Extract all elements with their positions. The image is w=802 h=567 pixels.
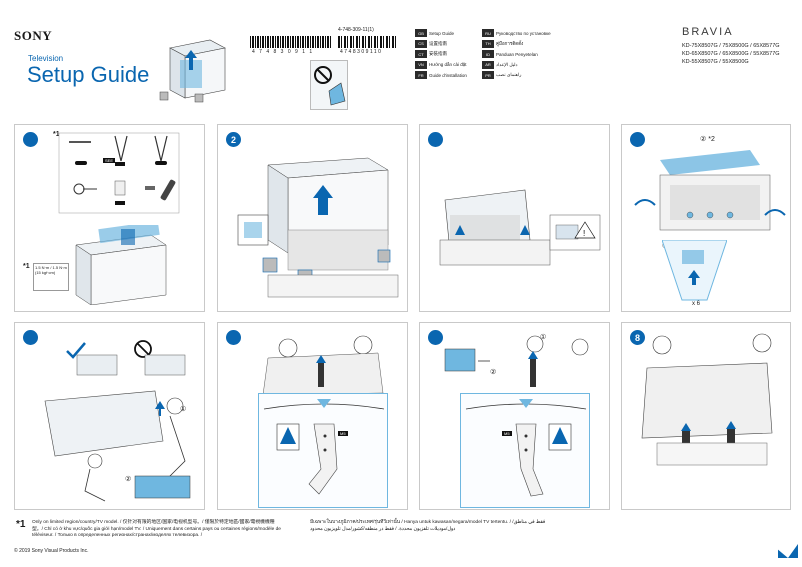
step-3-number <box>428 132 443 147</box>
step-8-number: 8 <box>630 330 645 345</box>
step-4-panel: ② *2 ① x 6 <box>621 124 791 312</box>
step-7-number <box>428 330 443 345</box>
model-list: KD-75X8507G / 75X8500G / 65X8577G KD-65X… <box>682 42 780 66</box>
step-4-number <box>630 132 645 147</box>
attach-stand-parts <box>444 335 589 387</box>
step-5-panel: ① ② <box>14 322 205 510</box>
step-6-panel: M5 <box>217 322 408 510</box>
warning-glyph: ! <box>583 229 585 238</box>
step-8-panel: 8 <box>621 322 791 510</box>
screw-size-label: M5 <box>338 431 348 436</box>
screw-size-label: M5 <box>502 431 512 436</box>
page-title: Setup Guide <box>27 62 150 87</box>
accessories-illustration <box>58 132 180 214</box>
note-marker: *1 <box>23 263 30 270</box>
stand-detail-callout <box>258 393 388 508</box>
footnote-marker: *1 <box>16 519 26 530</box>
footnote-text-secondary: มีเฉพาะในบางภูมิภาค/ประเทศ/รุ่นทีวีเท่าน… <box>310 520 546 532</box>
tv-in-box-illustration <box>75 225 167 305</box>
step-marker: ① <box>180 406 187 413</box>
quantity-label: x 6 <box>692 301 701 307</box>
stand-screw-detail <box>465 399 587 497</box>
step-2-number: 2 <box>226 132 241 147</box>
stand-detail-callout <box>460 393 590 508</box>
tv-box-illustration <box>159 39 226 103</box>
step-1-panel: *1 SEE *1 1.5 N·m / 1.5 N·m (15 kgf·cm) <box>14 124 205 312</box>
screw-label: SEE <box>103 158 116 163</box>
model-line: KD-65X8507G / 65X8500G / 55X8577G <box>682 51 780 57</box>
people-lifting-tv <box>44 390 191 502</box>
stand-screw-detail <box>263 399 385 495</box>
barcode-number: 4 7 4 8 3 0 9 1 1 <box>252 49 314 55</box>
step-1-number <box>23 132 38 147</box>
step-6-number <box>226 330 241 345</box>
product-brand: BRAVIA <box>682 26 734 38</box>
copyright: © 2019 Sony Visual Products Inc. <box>14 548 89 554</box>
barcode-secondary <box>338 36 398 48</box>
step-2-panel: 2 <box>217 124 408 312</box>
step-7-panel: ① ② M5 <box>419 322 610 510</box>
model-line: KD-55X8507G / 55X8500G <box>682 59 749 65</box>
step-marker: ② <box>490 369 497 376</box>
torque-note: 1.5 N·m / 1.5 N·m (15 kgf·cm) <box>33 263 69 291</box>
corner-logo-icon <box>778 544 798 558</box>
barcode-number-secondary: 4748309110 <box>340 49 383 55</box>
unbox-tv-illustration <box>237 157 399 298</box>
step-marker: ② <box>125 476 132 483</box>
part-number: 4-748-309-11(1) <box>338 27 374 33</box>
prohibition-illustration <box>310 60 348 110</box>
note-marker: *1 <box>53 131 60 138</box>
product-category: Television <box>28 54 64 63</box>
step-marker: ② *2 <box>700 136 715 143</box>
correct-incorrect-handling <box>66 340 186 376</box>
step-5-number <box>23 330 38 345</box>
barcode <box>250 36 332 48</box>
no-icon <box>314 66 346 106</box>
step-3-panel: ! <box>419 124 610 312</box>
tape-removal-detail <box>662 240 727 301</box>
model-line: KD-75X8507G / 75X8500G / 65X8577G <box>682 43 780 49</box>
place-tv-upright-illustration <box>641 333 773 466</box>
footnote-text: Only on limited region/country/TV model.… <box>32 520 281 538</box>
remove-packing-illustration <box>634 150 786 231</box>
check-icon <box>66 342 86 359</box>
lift-tv-illustration: ! <box>439 189 601 266</box>
attach-stand-illustration <box>262 335 384 396</box>
sony-logo: SONY <box>14 28 53 43</box>
step-marker: ① <box>540 334 547 341</box>
